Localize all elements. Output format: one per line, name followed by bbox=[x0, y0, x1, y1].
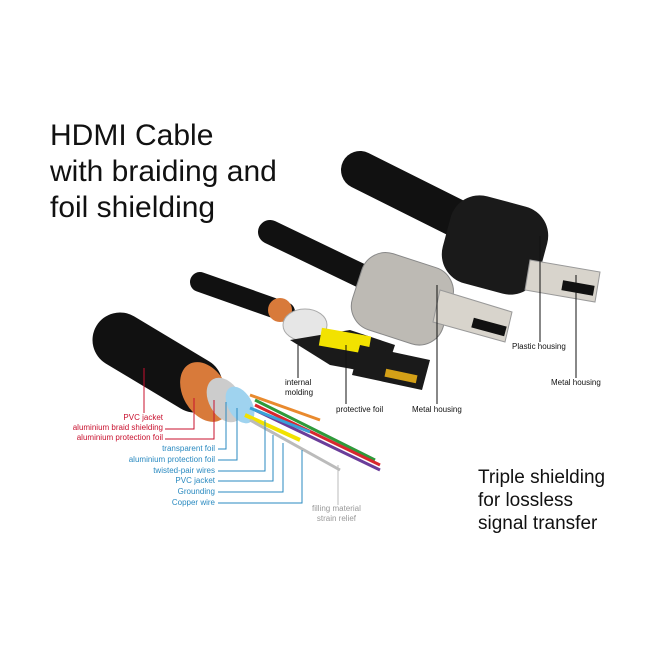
tagline: Triple shielding for lossless signal tra… bbox=[478, 466, 605, 535]
label-twisted-pair: twisted-pair wires bbox=[153, 465, 215, 475]
leader-lines bbox=[143, 236, 577, 505]
tagline-line: signal transfer bbox=[478, 513, 598, 534]
inner-layer-labels: transparent foil aluminium protection fo… bbox=[129, 444, 215, 509]
title-line: foil shielding bbox=[50, 191, 216, 224]
label-inner-pvc-jacket: PVC jacket bbox=[175, 476, 215, 486]
cable-plastic-housing bbox=[341, 151, 601, 303]
label-transparent-foil: transparent foil bbox=[162, 444, 215, 453]
internal-molding-label: internal molding bbox=[285, 378, 313, 398]
title-line: with braiding and bbox=[50, 155, 277, 188]
outer-layer-labels: PVC jacket aluminium braid shielding alu… bbox=[73, 413, 163, 443]
label-line: internal bbox=[285, 378, 312, 387]
label-copper-wire: Copper wire bbox=[171, 497, 215, 507]
metal-housing-label-2: Metal housing bbox=[551, 378, 601, 387]
cable-metal-housing bbox=[258, 220, 513, 346]
label-line: molding bbox=[285, 388, 314, 397]
cable-cross-section bbox=[92, 312, 381, 472]
title-line: HDMI Cable bbox=[50, 119, 214, 152]
metal-housing-label: Metal housing bbox=[412, 405, 462, 414]
label-grounding: Grounding bbox=[177, 487, 215, 497]
label-protection-foil: aluminium protection foil bbox=[76, 433, 163, 442]
label-aluminium-foil: aluminium protection foil bbox=[128, 454, 215, 464]
tagline-line: Triple shielding bbox=[478, 467, 606, 488]
filling-label: filling material strain relief bbox=[312, 504, 361, 524]
protective-foil-label: protective foil bbox=[336, 405, 384, 414]
label-pvc-jacket: PVC jacket bbox=[123, 413, 163, 422]
label-braid-shielding: aluminium braid shielding bbox=[72, 423, 163, 432]
filling-line: strain relief bbox=[316, 514, 357, 523]
page-title: HDMI Cable with braiding and foil shield… bbox=[50, 118, 277, 226]
plastic-housing-label: Plastic housing bbox=[512, 342, 566, 351]
tagline-line: for lossless bbox=[478, 490, 574, 511]
filling-line: filling material bbox=[312, 504, 361, 513]
cable-open-connector bbox=[190, 272, 430, 390]
